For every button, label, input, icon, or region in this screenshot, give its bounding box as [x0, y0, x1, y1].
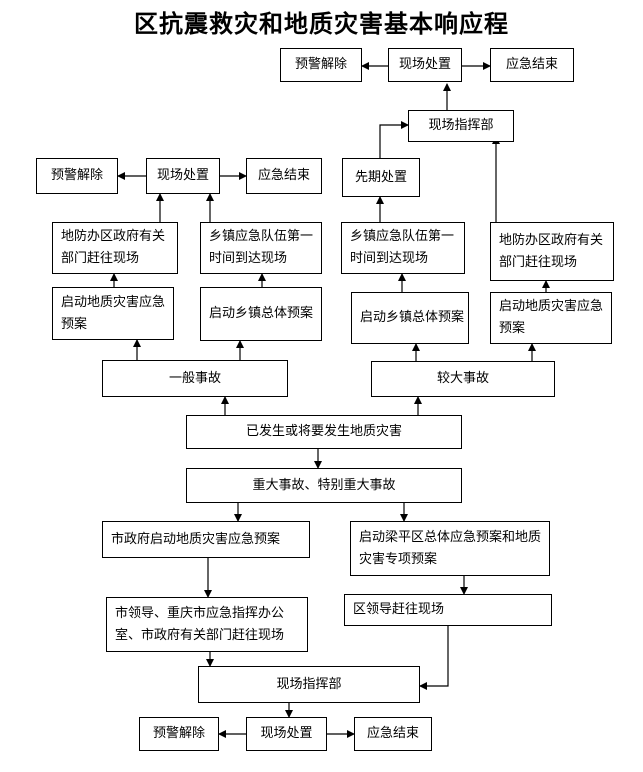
- node-label: 预警解除: [50, 168, 103, 183]
- node-label: 应急结束: [366, 726, 419, 741]
- larger-accident-box: 较大事故: [371, 361, 555, 397]
- city-leaders-box: 市领导、重庆市应急指挥办公室、市政府有关部门赶往现场: [106, 597, 308, 652]
- right-town-team-box: 乡镇应急队伍第一时间到达现场: [341, 222, 465, 274]
- node-label: 先期处置: [354, 169, 407, 185]
- top-emergency-end-box: 应急结束: [490, 48, 574, 82]
- right-start-town-plan-box: 启动乡镇总体预案: [351, 292, 469, 344]
- top-onsite-disposal-box: 现场处置: [388, 48, 462, 82]
- left-gov-dept-box: 地防办区政府有关部门赶往现场: [52, 222, 178, 274]
- node-label: 现场指挥部: [428, 118, 494, 133]
- bottom-command-post-box: 现场指挥部: [198, 666, 420, 703]
- node-label: 现场处置: [156, 168, 209, 183]
- node-label: 乡镇应急队伍第一时间到达现场: [350, 229, 455, 266]
- node-label: 重大事故、特别重大事故: [252, 477, 396, 493]
- top-command-post-box: 现场指挥部: [408, 110, 514, 142]
- left-town-team-box: 乡镇应急队伍第一时间到达现场: [200, 222, 322, 274]
- left-warning-release-box: 预警解除: [36, 158, 118, 194]
- node-label: 较大事故: [436, 371, 489, 386]
- node-label: 一般事故: [168, 370, 221, 386]
- left-emergency-end-box: 应急结束: [246, 158, 322, 194]
- left-onsite-disposal-box: 现场处置: [146, 158, 220, 194]
- left-start-geo-plan-box: 启动地质灾害应急预案: [52, 287, 174, 340]
- arrow-early-disposal-to-command: [379, 121, 409, 158]
- node-label: 地防办区政府有关部门赶往现场: [61, 229, 166, 266]
- node-label: 地防办区政府有关部门赶往现场: [499, 232, 604, 270]
- disaster-occurred-box: 已发生或将要发生地质灾害: [186, 415, 462, 449]
- node-label: 预警解除: [152, 726, 205, 741]
- node-label: 已发生或将要发生地质灾害: [245, 424, 402, 439]
- node-label: 市领导、重庆市应急指挥办公室、市政府有关部门赶往现场: [115, 605, 285, 643]
- general-accident-box: 一般事故: [102, 360, 288, 397]
- node-label: 区领导赶往现场: [353, 602, 445, 617]
- left-start-town-plan-box: 启动乡镇总体预案: [200, 287, 322, 341]
- major-accident-box: 重大事故、特别重大事故: [186, 468, 462, 503]
- node-label: 现场处置: [260, 726, 313, 741]
- node-label: 启动地质灾害应急预案: [61, 294, 166, 332]
- node-label: 启动乡镇总体预案: [209, 306, 314, 321]
- district-start-plan-box: 启动梁平区总体应急预案和地质灾害专项预案: [350, 521, 550, 576]
- city-start-plan-box: 市政府启动地质灾害应急预案: [102, 521, 310, 558]
- bottom-warning-release-box: 预警解除: [139, 717, 219, 751]
- node-label: 现场指挥部: [276, 676, 342, 692]
- top-warning-release-box: 预警解除: [280, 48, 362, 82]
- bottom-onsite-disposal-box: 现场处置: [246, 717, 327, 751]
- bottom-emergency-end-box: 应急结束: [354, 717, 432, 751]
- node-label: 预警解除: [294, 57, 347, 72]
- node-label: 启动地质灾害应急预案: [499, 299, 604, 336]
- node-label: 乡镇应急队伍第一时间到达现场: [209, 229, 314, 266]
- district-leaders-box: 区领导赶往现场: [344, 594, 552, 626]
- diagram-title: 区抗震救灾和地质灾害基本响应程: [134, 9, 509, 38]
- right-gov-dept-box: 地防办区政府有关部门赶往现场: [490, 222, 614, 281]
- node-label: 现场处置: [398, 57, 451, 72]
- right-start-geo-plan-box: 启动地质灾害应急预案: [490, 292, 612, 344]
- right-early-disposal-box: 先期处置: [342, 158, 420, 197]
- arrow-district-leaders-to-command: [419, 626, 449, 690]
- node-label: 应急结束: [257, 168, 310, 183]
- node-label: 市政府启动地质灾害应急预案: [111, 531, 281, 547]
- node-label: 应急结束: [505, 57, 558, 72]
- node-label: 启动乡镇总体预案: [360, 310, 465, 325]
- node-label: 启动梁平区总体应急预案和地质灾害专项预案: [359, 529, 542, 567]
